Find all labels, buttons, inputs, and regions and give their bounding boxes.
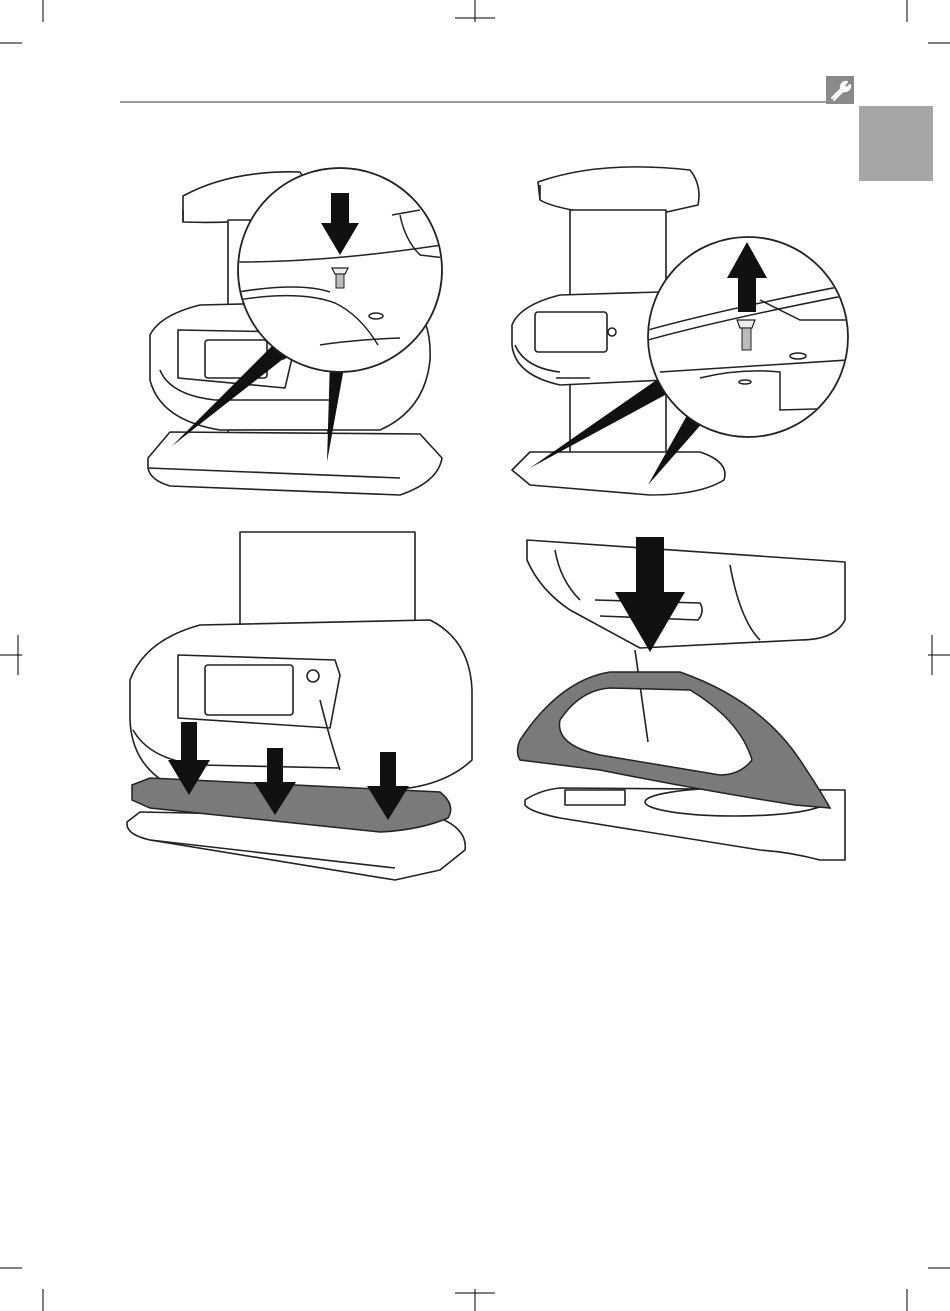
- figure-4-place-sealing-frame: [0, 0, 950, 1311]
